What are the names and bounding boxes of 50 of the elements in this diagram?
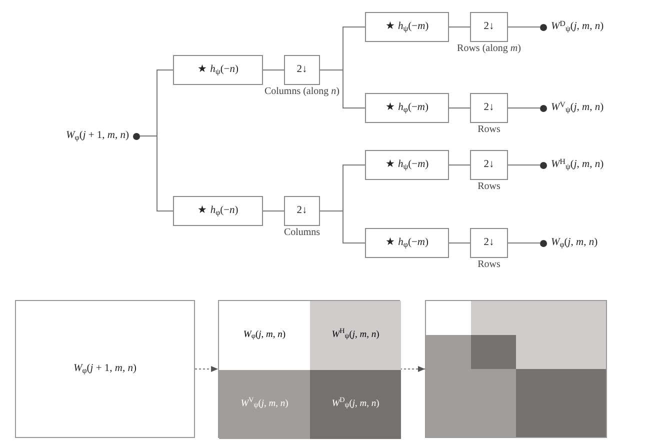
subband-quadrant	[310, 370, 401, 439]
node-label: W$_{φ}$(j, m, n)	[551, 236, 598, 250]
operation-caption: Rows (along m)	[456, 43, 522, 56]
connector-line	[140, 136, 174, 212]
connector-line	[508, 242, 540, 244]
node-label: W$^{H}$$_{ψ}$(j, m, n)	[332, 330, 380, 342]
operation-caption: Columns	[282, 227, 322, 240]
node-label: W$_{φ}$(j, m, n)	[243, 330, 286, 342]
node-label: W$^{V}$$_{ψ}$(j, m, n)	[551, 101, 604, 115]
node-label: 2↓	[484, 236, 494, 250]
filter-box	[365, 150, 449, 180]
connector-line	[448, 26, 470, 28]
subband-quadrant	[310, 301, 401, 370]
node-label: 2↓	[296, 204, 308, 218]
filter-box	[173, 196, 263, 226]
connector-line	[448, 164, 470, 166]
filter-box	[365, 228, 449, 258]
node-label: W$^{D}$$_{ψ}$(j, m, n)	[332, 398, 380, 410]
node-label: ★ h$_{ψ}$(−m)	[385, 158, 429, 172]
image-square	[15, 300, 195, 438]
node-label: 2↓	[484, 101, 494, 115]
subband-quadrant	[219, 370, 310, 439]
node-label: ★ h$_{ψ}$(−n)	[198, 63, 238, 77]
arrow	[194, 366, 218, 372]
node-label: 2↓	[484, 20, 494, 34]
node-label: W$^{V}$$_{ψ}$(j, m, n)	[240, 398, 288, 410]
connector-line	[262, 210, 284, 212]
node-label: W$^{D}$$_{ψ}$(j, m, n)	[551, 20, 604, 34]
operation-caption: Rows	[476, 124, 502, 136]
connector-line	[320, 210, 366, 244]
filter-box	[365, 93, 449, 123]
node-label: ★ h$_{φ}$(−m)	[386, 101, 428, 115]
filter-box	[365, 12, 449, 42]
node-label: W$_{φ}$(j + 1, m, n)	[74, 362, 136, 376]
operation-caption: Columns (along n)	[263, 86, 340, 98]
filter-box	[173, 55, 263, 85]
connector-line	[448, 242, 470, 244]
node-label: ★ h$_{φ}$(−n)	[198, 204, 238, 218]
connector-line	[508, 164, 540, 166]
node-label: 2↓	[484, 158, 494, 172]
node-label: W$^{H}$$_{ψ}$(j, m, n)	[551, 158, 604, 172]
operation-caption: Rows	[476, 259, 502, 272]
operation-caption: Rows	[476, 181, 502, 194]
node-label: 2↓	[296, 63, 308, 77]
node-label: ★ h$_{φ}$(−m)	[386, 236, 428, 250]
connector-line	[320, 70, 366, 108]
node-label: W$_{φ}$(j + 1, m, n)	[66, 129, 129, 143]
node-label: ★ h$_{ψ}$(−m)	[385, 20, 429, 34]
image-square	[218, 300, 400, 438]
connector-line	[508, 26, 540, 28]
